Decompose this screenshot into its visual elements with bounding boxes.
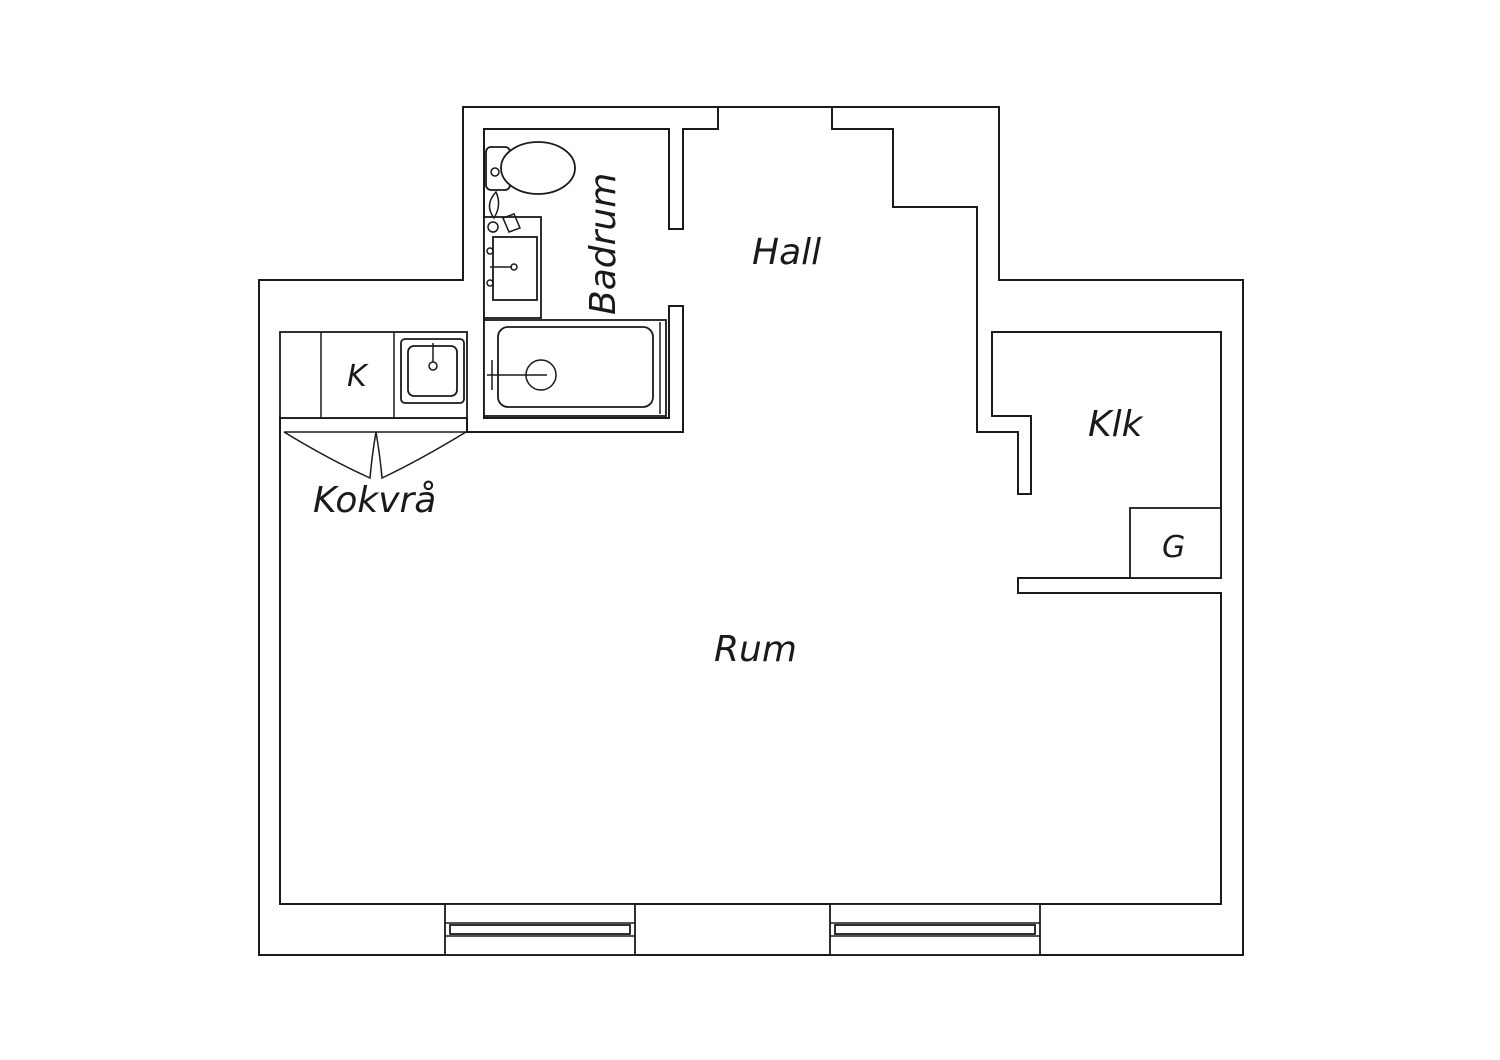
room-label-rum: Rum bbox=[714, 629, 797, 670]
kitchen-unit-label: K bbox=[347, 359, 369, 394]
window-right bbox=[829, 903, 1041, 956]
room-label-badrum: Badrum bbox=[583, 173, 624, 315]
kitchen-cabinet-doors bbox=[283, 431, 467, 480]
bathtub-icon bbox=[483, 319, 667, 417]
toilet-icon bbox=[485, 141, 576, 195]
room-label-hall: Hall bbox=[752, 232, 821, 273]
kitchen-sink-icon bbox=[400, 338, 465, 404]
room-label-klk: Klk bbox=[1088, 404, 1145, 445]
bathroom-sink-icon bbox=[483, 190, 542, 319]
window-left bbox=[444, 903, 636, 956]
wardrobe-label: G bbox=[1162, 530, 1185, 565]
room-label-kokvra: Kokvrå bbox=[313, 480, 436, 521]
wardrobe-box bbox=[1129, 507, 1222, 579]
outer-walls bbox=[258, 106, 1244, 956]
